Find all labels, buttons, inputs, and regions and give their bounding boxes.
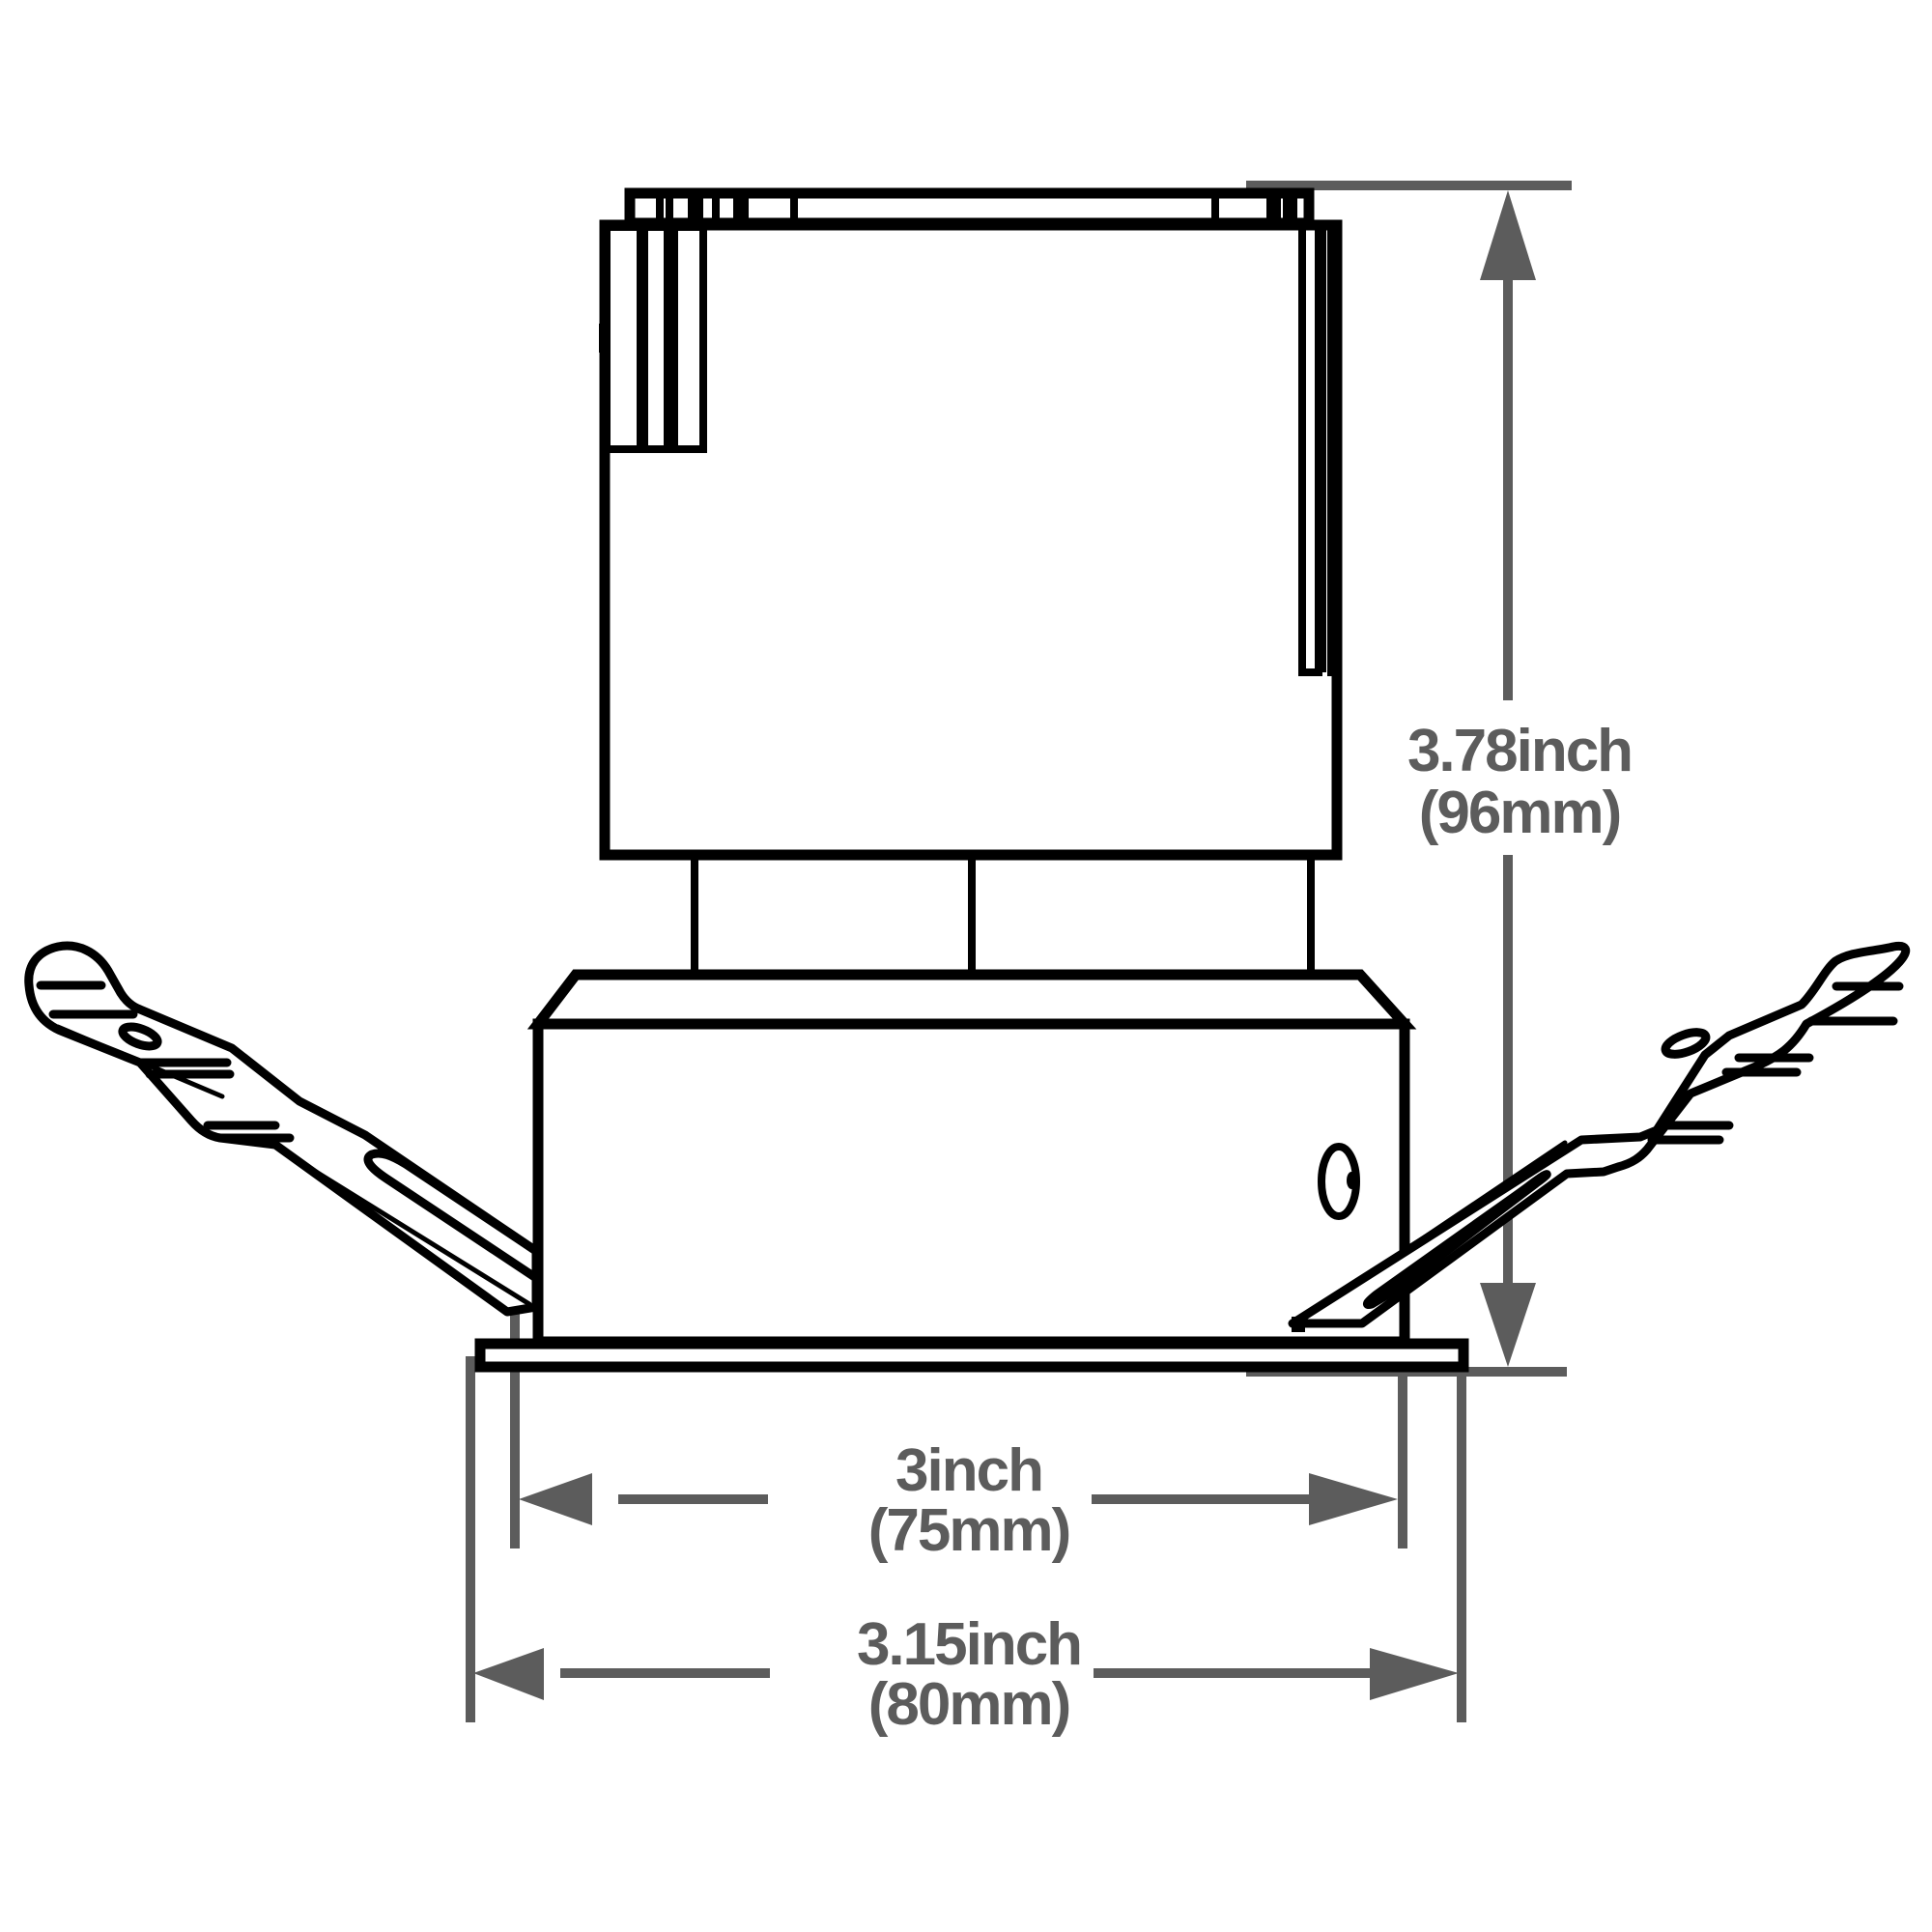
right-side-rails [1298,221,1335,676]
cutout-label-metric: (75mm) [868,1497,1070,1564]
arrow-down-icon [1480,1283,1536,1367]
right-spring-clip [1288,941,1911,1332]
adjustment-screw-icon [1318,1143,1360,1220]
arrow-left-icon [519,1473,592,1525]
housing-chamfer [526,969,1417,1030]
driver-housing [599,187,1343,861]
cutout-label-imperial: 3inch [895,1437,1042,1504]
upper-body [599,219,1343,861]
arrow-left-icon [473,1648,544,1700]
height-label-metric: (96mm) [1419,780,1621,846]
trim-label-metric: (80mm) [868,1671,1070,1738]
left-spring-clip [24,941,541,1317]
height-label-imperial: 3.78inch [1407,718,1632,784]
trim-flange [474,1338,1469,1373]
housing-body [532,1018,1410,1348]
arrow-right-icon [1309,1473,1398,1525]
trim-label-imperial: 3.15inch [857,1611,1081,1678]
heat-sink-neck [691,855,1315,976]
left-terminal-tabs [599,223,707,453]
top-cap [624,187,1315,229]
trim-dimension: 3.15inch (80mm) [466,1356,1466,1738]
height-dimension: 3.78inch (96mm) [1246,181,1634,1377]
arrow-up-icon [1480,190,1536,280]
lamp-housing [526,969,1417,1348]
arrow-right-icon [1370,1648,1459,1700]
top-cap-ribs [656,193,1297,223]
cutout-dimension: 3inch (75mm) [510,1256,1407,1564]
